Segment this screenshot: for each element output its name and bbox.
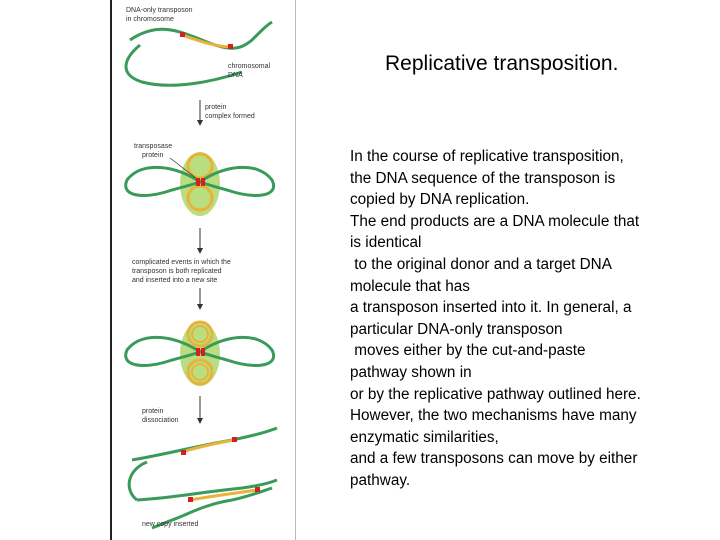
arrow-1: protein complex formed <box>197 100 255 126</box>
svg-text:transposon is both replicated: transposon is both replicated <box>132 268 222 275</box>
stage-4-products: new copy inserted <box>127 426 278 530</box>
arrow-3: protein dissociation <box>142 396 203 424</box>
svg-text:and inserted into a new site: and inserted into a new site <box>132 277 217 284</box>
body-line: pathway shown in <box>350 363 472 381</box>
stage-2-complex: transposase protein <box>124 143 276 216</box>
label-transposase: transposase <box>134 143 172 150</box>
svg-text:protein: protein <box>142 152 164 159</box>
body-line: The end products are a DNA molecule that <box>350 212 640 230</box>
label-chromosomal-dna: chromosomal <box>228 63 270 70</box>
body-line: pathway. <box>350 471 411 489</box>
body-line: enzymatic similarities, <box>350 428 499 446</box>
body-line: is identical <box>350 234 422 252</box>
label-protein-complex: protein <box>205 104 227 111</box>
stage-3-replicated <box>124 320 276 386</box>
label-complicated-events: complicated events in which the <box>132 259 231 266</box>
body-line: a transposon inserted into it. In genera… <box>350 299 632 317</box>
body-line: molecule that has <box>350 277 470 295</box>
label-new-copy: new copy inserted <box>142 521 199 528</box>
slide-title: Replicative transposition. <box>385 52 619 75</box>
body-line: However, the two mechanisms have many <box>350 407 637 425</box>
body-line: the DNA sequence of the transposon is <box>350 169 616 187</box>
arrow-2: complicated events in which the transpos… <box>132 228 231 310</box>
figure-drawing: DNA-only transposon in chromosome chromo… <box>124 7 278 530</box>
body-line: to the original donor and a target DNA <box>350 255 612 273</box>
transposition-figure: DNA-only transposon in chromosome chromo… <box>110 0 296 540</box>
label-transposon: DNA-only transposon <box>126 7 193 14</box>
body-line: copied by DNA replication. <box>350 191 530 209</box>
label-protein-dissociation: protein <box>142 408 164 415</box>
body-line: In the course of replicative transpositi… <box>350 148 624 165</box>
svg-text:DNA: DNA <box>228 72 243 79</box>
stage-1-chromosome: DNA-only transposon in chromosome chromo… <box>124 7 273 87</box>
svg-text:complex formed: complex formed <box>205 113 255 120</box>
svg-text:dissociation: dissociation <box>142 417 179 424</box>
body-line: and a few transposons can move by either <box>350 450 638 468</box>
svg-text:in chromosome: in chromosome <box>126 16 174 23</box>
body-line: or by the replicative pathway outlined h… <box>350 385 641 403</box>
body-line: particular DNA-only transposon <box>350 320 563 338</box>
body-text: In the course of replicative transpositi… <box>350 146 710 492</box>
body-line: moves either by the cut-and-paste <box>350 342 586 360</box>
